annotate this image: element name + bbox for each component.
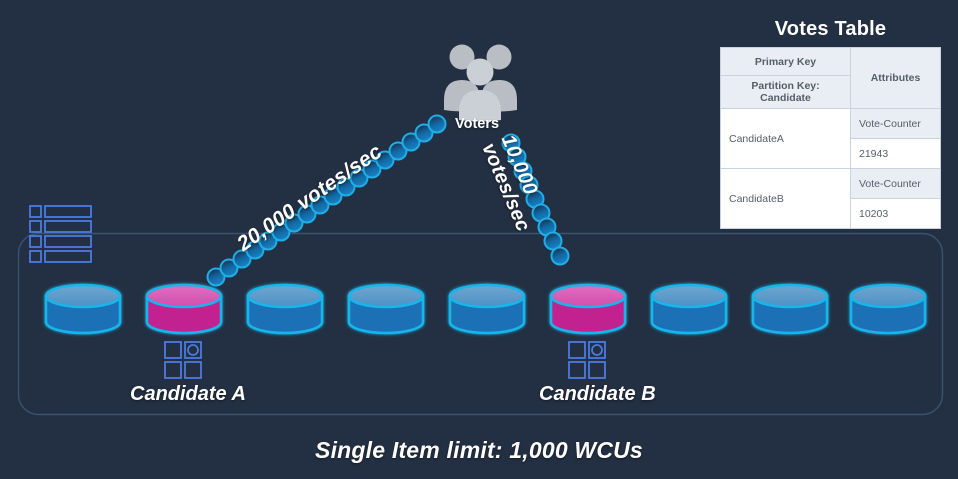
primary-key-header: Primary Key [720, 47, 851, 76]
candidate-b-label: Candidate B [539, 383, 656, 405]
table-row: 21943 [721, 138, 941, 169]
votes-table-panel: Votes Table Primary Key Attributes Parti… [720, 18, 941, 229]
candidate-a-label: Candidate A [130, 383, 246, 405]
partition-cylinder-4[interactable] [448, 283, 526, 335]
partition-cylinder-7[interactable] [751, 283, 829, 335]
partition-cylinder-1[interactable] [145, 283, 223, 335]
attributes-header: Attributes [850, 47, 941, 109]
votes-table-header-row-1: Primary Key Attributes [720, 47, 941, 109]
voters-label: Voters [455, 116, 500, 132]
row-1-key: CandidateB [720, 168, 851, 229]
voters-group-icon [444, 44, 517, 122]
row-1-attribute-name: Vote-Counter [850, 168, 941, 199]
table-list-icon [29, 205, 92, 263]
partition-cylinder-3[interactable] [347, 283, 425, 335]
row-0-attribute-name: Vote-Counter [850, 108, 941, 139]
partition-cylinder-0[interactable] [44, 283, 122, 335]
votes-table: Primary Key Attributes Partition Key: Ca… [720, 47, 941, 229]
flow-to-candidate-b-dots [501, 133, 570, 266]
partition-cylinder-6[interactable] [650, 283, 728, 335]
partition-grid-icon-a [164, 341, 202, 379]
row-0-attribute-value: 21943 [850, 138, 941, 169]
single-item-limit-note: Single Item limit: 1,000 WCUs [315, 437, 643, 463]
partition-group-container [17, 232, 944, 416]
votes-table-header-row-2: Partition Key: Candidate [720, 75, 941, 109]
partition-key-header: Partition Key: Candidate [720, 75, 851, 109]
partition-grid-icon-b [568, 341, 606, 379]
votes-table-title: Votes Table [774, 18, 887, 40]
row-1-attribute-value: 10203 [850, 198, 941, 229]
table-row: 10203 [721, 198, 941, 229]
flow-to-candidate-a-dots [206, 114, 447, 287]
partition-cylinder-2[interactable] [246, 283, 324, 335]
partition-cylinder-5[interactable] [549, 283, 627, 335]
table-row: CandidateB Vote-Counter [720, 168, 941, 229]
table-row: CandidateA Vote-Counter [720, 108, 941, 169]
row-0-key: CandidateA [720, 108, 851, 169]
partition-cylinder-8[interactable] [849, 283, 927, 335]
